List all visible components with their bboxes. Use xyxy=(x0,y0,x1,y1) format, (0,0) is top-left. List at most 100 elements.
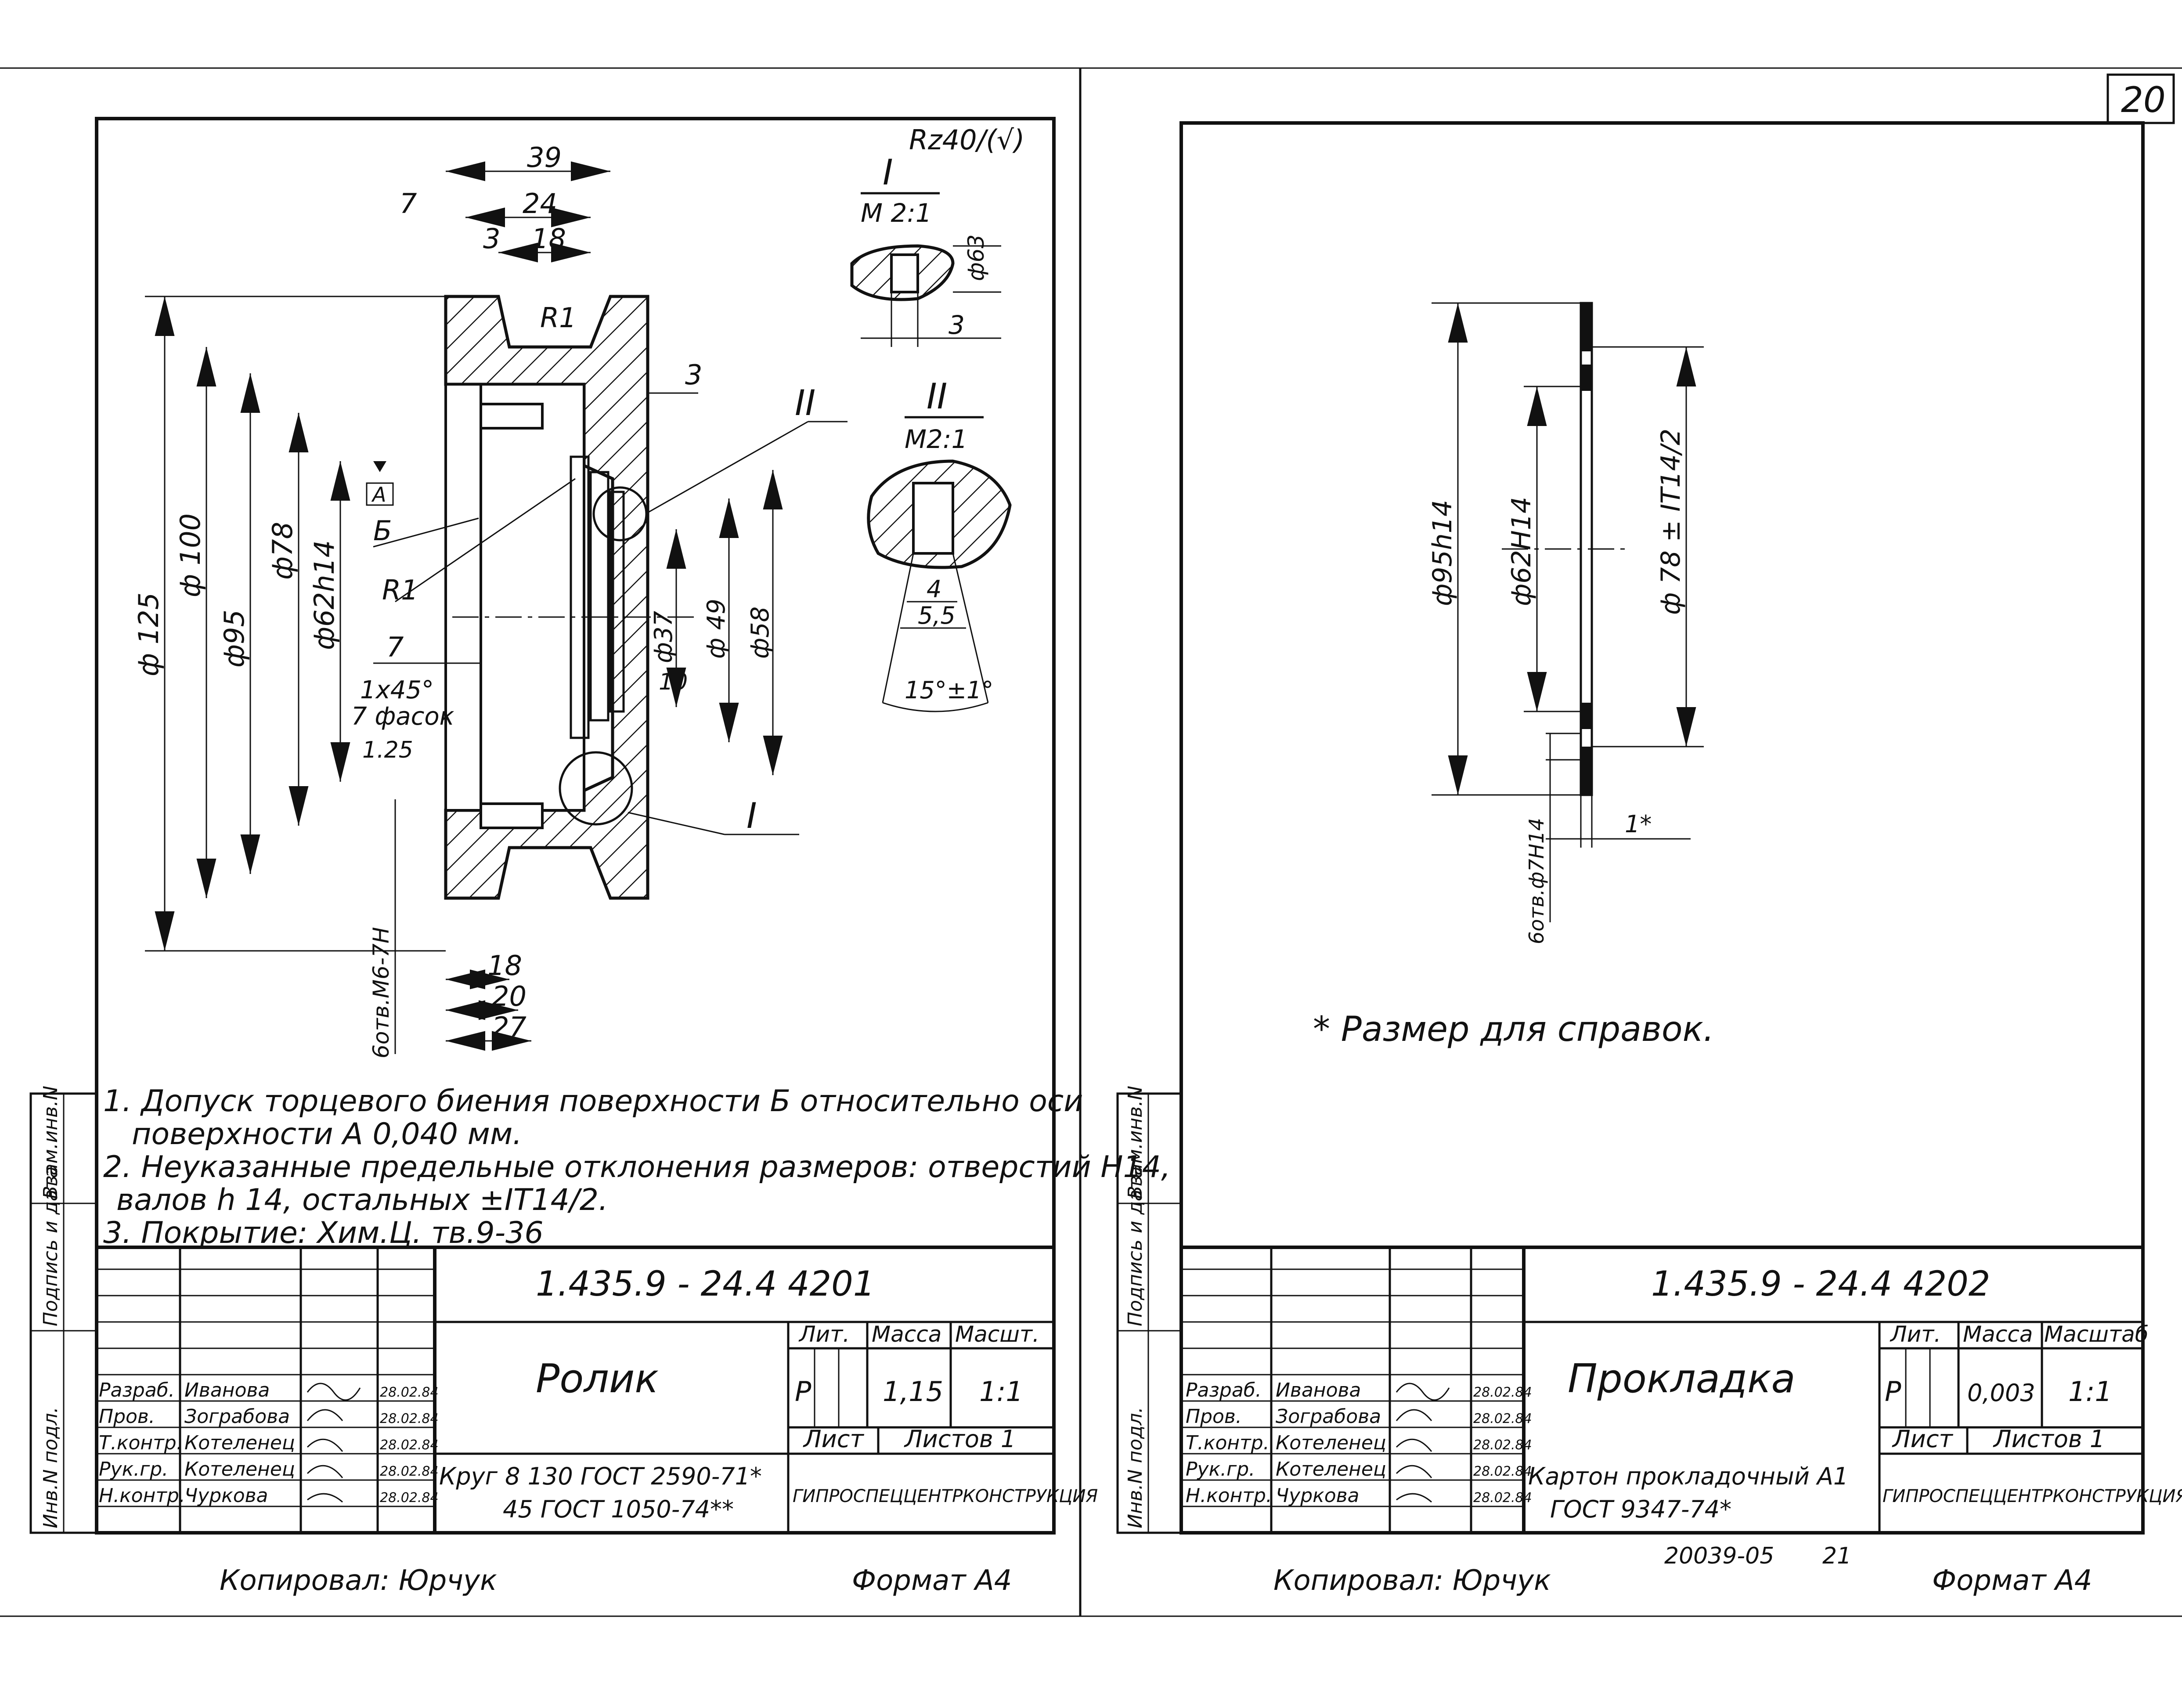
name-1-left: Иванова xyxy=(184,1379,270,1401)
role-5-left: Н.контр. xyxy=(99,1484,185,1507)
stamp-page: 21 xyxy=(1822,1543,1851,1569)
date-1-right: 28.02.84 xyxy=(1473,1385,1532,1400)
dim-d95: ф95 xyxy=(218,610,250,668)
dim-r1-groove: R1 xyxy=(540,302,577,334)
org-left: ГИПРОСПЕЦЦЕНТРКОНСТРУКЦИЯ xyxy=(793,1486,1098,1506)
note-line-4: валов h 14, остальных ±IT14/2. xyxy=(116,1183,608,1217)
dim-24: 24 xyxy=(523,188,557,220)
detail-ii-title: II xyxy=(927,376,947,417)
chamfer-count: 7 фасок xyxy=(351,702,454,731)
format-left: Формат А4 xyxy=(852,1564,1012,1597)
material-right-1: Картон прокладочный А1 xyxy=(1528,1462,1848,1490)
detail-i-d63: ф63 xyxy=(963,235,989,281)
date-1-left: 28.02.84 xyxy=(380,1385,439,1400)
left-dimension-lines xyxy=(145,161,848,1054)
roller-section xyxy=(444,295,694,900)
detail-ii: II M2:1 4 5,5 15°±1° xyxy=(867,376,1012,712)
dim-3: 3 xyxy=(483,223,500,255)
note-line-3: 2. Неуказанные предельные отклонения раз… xyxy=(103,1150,1171,1184)
stamp-number: 20039-05 xyxy=(1664,1543,1774,1569)
dim-3-right: 3 xyxy=(685,359,702,391)
date-4-right: 28.02.84 xyxy=(1473,1464,1532,1479)
left-side-strip: Инв.N подл. Подпись и дата Взам.инв.N xyxy=(29,1086,98,1534)
dim-18-bottom: 18 xyxy=(487,950,522,982)
sheet-number-box: 20 xyxy=(2106,73,2175,124)
detail-ii-angle: 15°±1° xyxy=(905,676,993,704)
dim-7-mid: 7 xyxy=(386,631,404,663)
signature-left xyxy=(307,1383,361,1503)
dim-r1: R1 xyxy=(382,574,418,606)
signature-right xyxy=(1396,1383,1450,1503)
detail-ii-w4: 4 xyxy=(927,575,941,603)
copied-left: Копировал: Юрчук xyxy=(220,1564,497,1597)
dim-holes: 6отв.М6-7Н xyxy=(368,927,394,1058)
side-sign-right: Подпись и дата xyxy=(1124,1166,1147,1326)
copied-right: Копировал: Юрчук xyxy=(1273,1564,1551,1597)
detail-i-scale: M 2:1 xyxy=(861,198,932,228)
dim-27: 27 xyxy=(492,1011,527,1043)
dim-39: 39 xyxy=(527,141,562,173)
dim-7-top: 7 xyxy=(400,188,417,220)
roughness-125: 1.25 xyxy=(362,737,413,763)
left-notes: 1. Допуск торцевого биения поверхности Б… xyxy=(103,1084,1171,1250)
role-3-right: Т.контр. xyxy=(1186,1432,1270,1454)
scale-value-left: 1:1 xyxy=(979,1376,1023,1408)
dim-d78: ф78 xyxy=(267,522,299,580)
lit-header-right: Лит. xyxy=(1890,1322,1941,1347)
doc-code-right: 1.435.9 - 24.4 4202 xyxy=(1651,1264,1990,1304)
date-3-left: 28.02.84 xyxy=(380,1437,439,1453)
right-note: * Размер для справок. xyxy=(1313,1010,1714,1049)
part-name-right: Прокладка xyxy=(1568,1356,1796,1402)
name-5-right: Чуркова xyxy=(1276,1484,1360,1507)
gasket-section xyxy=(1502,302,1625,796)
part-name-left: Ролик xyxy=(536,1356,659,1402)
role-1-left: Разраб. xyxy=(99,1379,175,1401)
material-left-2: 45 ГОСТ 1050-74** xyxy=(503,1495,734,1523)
side-sign-left: Подпись и дата xyxy=(40,1166,62,1326)
base-a: A xyxy=(371,483,386,506)
note-line-1: 1. Допуск торцевого биения поверхности Б… xyxy=(103,1084,1083,1119)
dim-d100: ф 100 xyxy=(174,513,206,597)
left-sheet: Rz40/(√) 39 24 7 3 18 R1 3 II I A Б R1 7… xyxy=(29,117,1171,1597)
detail-ii-w55: 5,5 xyxy=(918,602,956,629)
roughness-symbol: Rz40/(√) xyxy=(909,124,1024,156)
dim-holes-right: 6отв.ф7Н14 xyxy=(1525,818,1548,944)
material-left-1: Круг 8 130 ГОСТ 2590-71* xyxy=(439,1462,762,1490)
dim-d95h14: ф95h14 xyxy=(1427,500,1458,606)
sheet-label-left: Лист xyxy=(803,1425,864,1453)
detail-i-w3: 3 xyxy=(949,310,965,340)
name-3-right: Котеленец xyxy=(1276,1432,1386,1454)
sheet-number: 20 xyxy=(2121,79,2166,120)
scale-value-right: 1:1 xyxy=(2068,1376,2112,1408)
date-2-left: 28.02.84 xyxy=(380,1411,439,1426)
name-2-right: Зограбова xyxy=(1276,1405,1381,1428)
date-5-left: 28.02.84 xyxy=(380,1490,439,1506)
left-title-block: 1.435.9 - 24.4 4201 Ролик Круг 8 130 ГОС… xyxy=(95,1246,1098,1535)
role-3-left: Т.контр. xyxy=(99,1432,183,1454)
side-vzam-left: Взам.инв.N xyxy=(40,1086,62,1199)
dim-d62h14-right: ф62H14 xyxy=(1506,497,1537,606)
name-4-left: Котеленец xyxy=(184,1458,295,1481)
detail-i: I M 2:1 ф63 3 xyxy=(850,152,1001,347)
right-dimension-lines xyxy=(1432,302,1704,922)
name-4-right: Котеленец xyxy=(1276,1458,1386,1481)
dim-d62h14: ф62h14 xyxy=(308,540,340,650)
sheets-label-right: Листов 1 xyxy=(1993,1425,2105,1453)
right-title-block: 1.435.9 - 24.4 4202 Прокладка Картон про… xyxy=(1179,1246,2182,1535)
chamfer: 1x45° xyxy=(360,676,434,704)
date-4-left: 28.02.84 xyxy=(380,1464,439,1479)
sheet-label-right: Лист xyxy=(1892,1425,1953,1453)
dim-d125: ф 125 xyxy=(133,592,165,676)
note-line-2: поверхности А 0,040 мм. xyxy=(132,1117,522,1152)
dim-d49: ф 49 xyxy=(702,599,731,659)
lit-value-right: Р xyxy=(1885,1376,1901,1408)
dim-thickness: 1* xyxy=(1625,810,1652,838)
scale-header-right: Масштаб xyxy=(2044,1322,2149,1347)
role-2-left: Пров. xyxy=(99,1405,155,1428)
dim-d37: ф37 xyxy=(649,610,678,663)
date-2-right: 28.02.84 xyxy=(1473,1411,1532,1426)
callout-ii: II xyxy=(795,383,815,423)
surface-b: Б xyxy=(373,515,392,547)
role-4-right: Рук.гр. xyxy=(1186,1458,1255,1481)
